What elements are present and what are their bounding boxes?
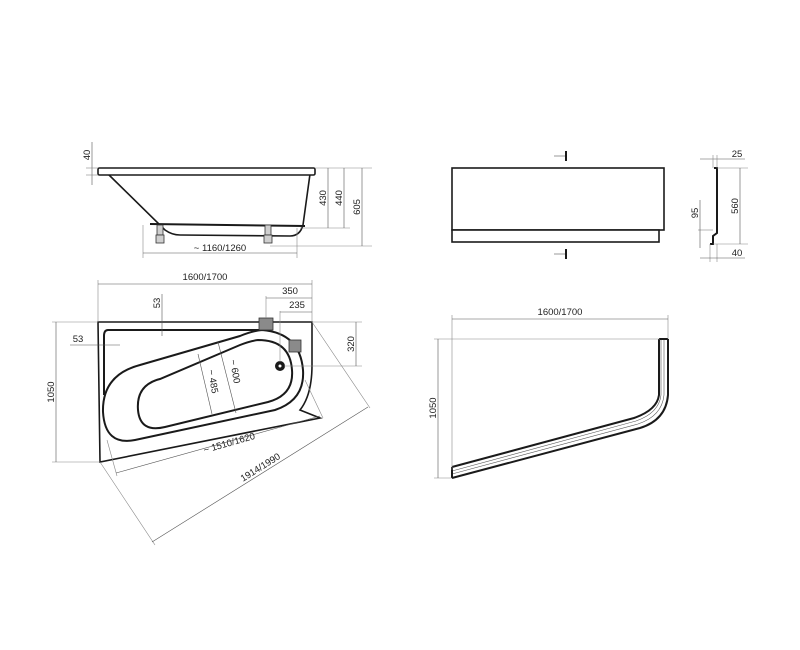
- panel-curve-inner: [451, 339, 660, 468]
- leg-left: [155, 224, 165, 244]
- tub-rim: [97, 167, 316, 176]
- dim-diagonal: 1914/1990: [239, 451, 283, 484]
- panel-profile: [710, 167, 718, 245]
- dim-panel-length: 1600/1700: [538, 307, 583, 318]
- dim-drain-offset: 235: [289, 300, 305, 311]
- panel-front-view: [451, 151, 665, 259]
- dim-rim-thickness: 40: [82, 150, 93, 161]
- outer-bowl: [101, 328, 305, 442]
- inner-bowl: [136, 338, 294, 430]
- dim-inner-depth: 430: [318, 190, 329, 206]
- panel-section-view: 25 560 95 40: [690, 149, 748, 262]
- dim-top-return: 25: [732, 149, 743, 160]
- faucet-icon: [288, 339, 302, 353]
- dim-rim-top: 53: [152, 298, 163, 309]
- dim-bottom-return: 40: [732, 248, 743, 259]
- tub-outline: [97, 321, 323, 463]
- rim-inner-edge: [103, 329, 265, 395]
- tub-side-body: [106, 173, 311, 237]
- dim-outer-width: ~ 600: [227, 359, 242, 385]
- dim-rim-left: 53: [73, 334, 84, 345]
- dim-depth-to-bottom: 440: [334, 190, 345, 206]
- dim-drain-from-back: 320: [346, 336, 357, 352]
- dim-width: 1050: [46, 381, 57, 402]
- dim-panel-width: 1050: [428, 397, 439, 418]
- panel-plan-view: 1600/1700 1050: [428, 307, 669, 479]
- dim-length: 1600/1700: [183, 272, 228, 283]
- dim-panel-height: 560: [730, 198, 741, 214]
- plan-view: 1600/1700 350 235 320 53 53 1050 ~ 485 ~…: [46, 272, 371, 546]
- dim-bottom-length: ~ 1160/1260: [194, 243, 246, 254]
- dim-overflow-offset: 350: [282, 286, 298, 297]
- panel-face: [451, 167, 665, 231]
- panel-plinth: [451, 229, 660, 243]
- dim-plinth: 95: [690, 208, 701, 219]
- panel-curve-outer: [451, 339, 669, 479]
- dim-total-height: 605: [352, 199, 363, 215]
- leg-right: [263, 224, 273, 244]
- tub-bottom-line: [149, 223, 306, 227]
- overflow-icon: [258, 317, 274, 331]
- side-elevation-view: 40 430 440 605 ~ 1160/1260: [82, 142, 372, 258]
- dim-inner-width: ~ 485: [205, 369, 220, 395]
